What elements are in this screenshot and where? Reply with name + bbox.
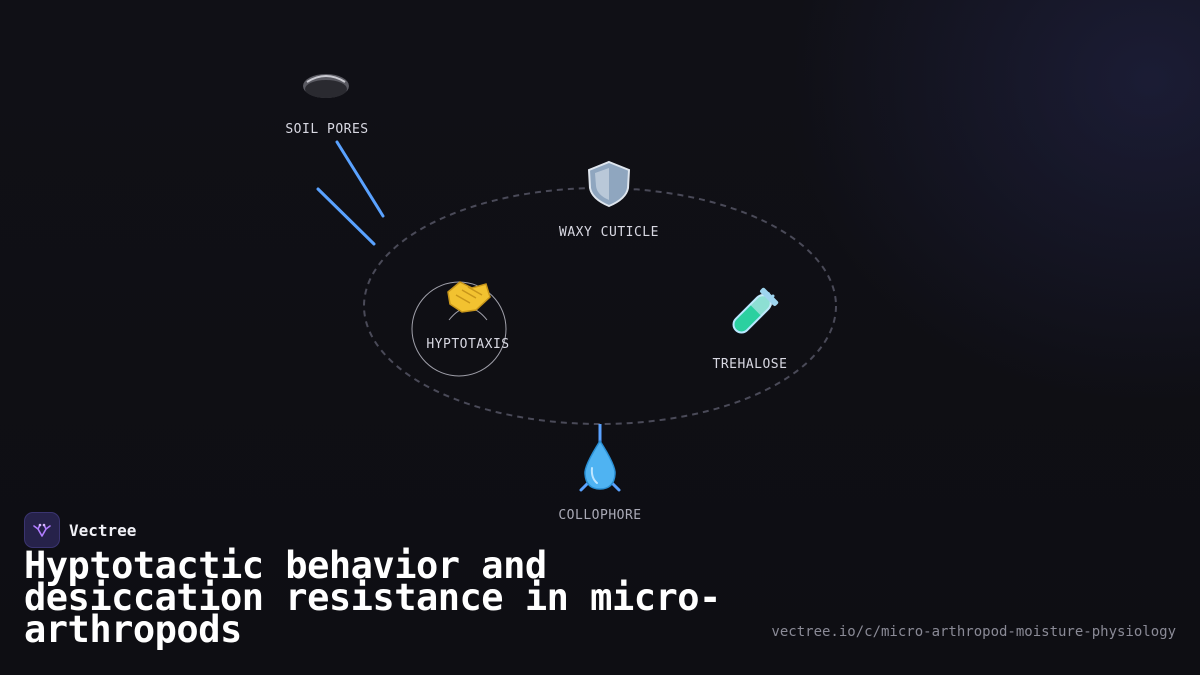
page-title: Hyptotactic behavior and desiccation res… xyxy=(24,544,721,651)
connector-line xyxy=(335,140,385,218)
node-label: TREHALOSE xyxy=(713,357,788,372)
node-trehalose: TREHALOSE xyxy=(713,287,788,372)
node-waxy-cuticle: WAXY CUTICLE xyxy=(559,160,659,240)
node-label: COLLOPHORE xyxy=(558,508,641,523)
test-tube-icon xyxy=(732,287,779,334)
vectree-logo-icon xyxy=(33,523,51,537)
connector-line xyxy=(316,187,376,246)
stone-icon xyxy=(303,74,349,98)
shield-icon xyxy=(587,160,631,208)
node-label: HYPTOTAXIS xyxy=(426,337,509,352)
node-label: SOIL PORES xyxy=(285,122,368,137)
brand-name: Vectree xyxy=(69,520,137,540)
brand[interactable]: Vectree xyxy=(24,512,136,548)
node-label: WAXY CUTICLE xyxy=(559,225,659,240)
source-url[interactable]: vectree.io/c/micro-arthropod-moisture-ph… xyxy=(771,624,1176,640)
node-hyptotaxis: HYPTOTAXIS xyxy=(411,281,509,377)
node-soil-pores: SOIL PORES xyxy=(285,74,368,137)
node-collophore: COLLOPHORE xyxy=(558,439,641,523)
brand-logo xyxy=(24,512,60,548)
cycle-loop xyxy=(363,187,837,425)
handshake-icon xyxy=(447,281,491,313)
droplet-icon xyxy=(584,439,616,490)
